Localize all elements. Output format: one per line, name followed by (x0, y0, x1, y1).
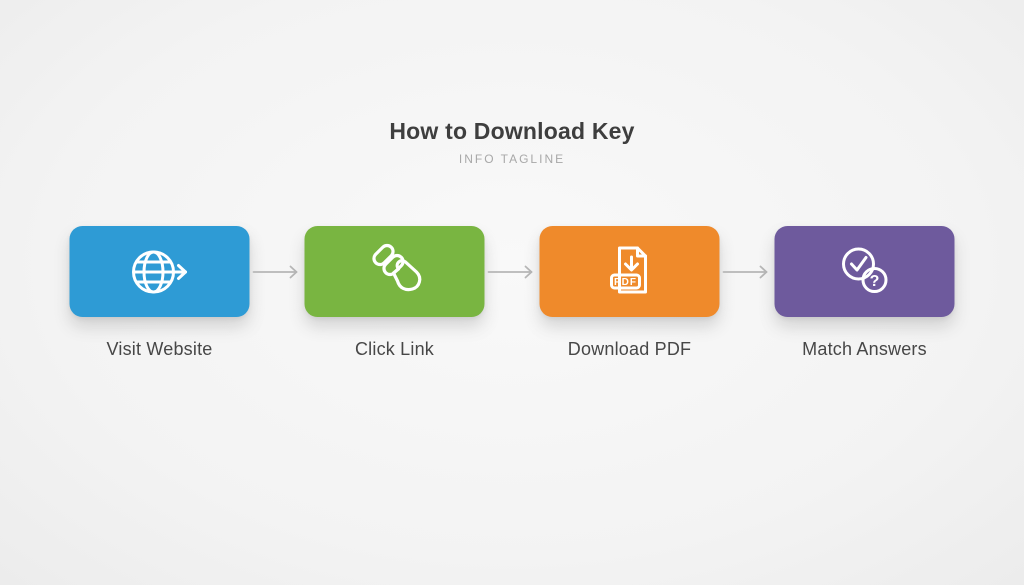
step-label: Download PDF (567, 339, 692, 359)
pdf-badge-text: PDF (614, 277, 637, 288)
step-card-click-link (304, 226, 485, 317)
header: How to Download Key INFO TAGLINE (0, 118, 1024, 166)
step-match-answers: ? Match Answers (774, 226, 955, 360)
step-card-download-pdf: PDF (539, 226, 720, 317)
page-title: How to Download Key (389, 118, 635, 144)
step-label: Click Link (354, 339, 435, 359)
pdf-download-icon: PDF (598, 240, 662, 304)
step-visit-website: Visit Website (69, 226, 250, 360)
step-card-visit-website (69, 226, 250, 317)
process-flow: Visit Website Click Link (69, 226, 955, 360)
link-click-icon (363, 240, 427, 304)
step-label: Match Answers (802, 339, 927, 359)
flow-arrow-icon (485, 226, 540, 317)
page-subtitle: INFO TAGLINE (458, 152, 566, 166)
flow-arrow-icon (250, 226, 305, 317)
step-label: Visit Website (106, 339, 213, 359)
question-mark-glyph: ? (870, 273, 880, 290)
flow-arrow-icon (720, 226, 775, 317)
check-question-icon: ? (833, 240, 897, 304)
globe-arrow-icon (123, 243, 197, 301)
step-download-pdf: PDF Download PDF (539, 226, 720, 360)
step-card-match-answers: ? (774, 226, 955, 317)
step-click-link: Click Link (304, 226, 485, 360)
